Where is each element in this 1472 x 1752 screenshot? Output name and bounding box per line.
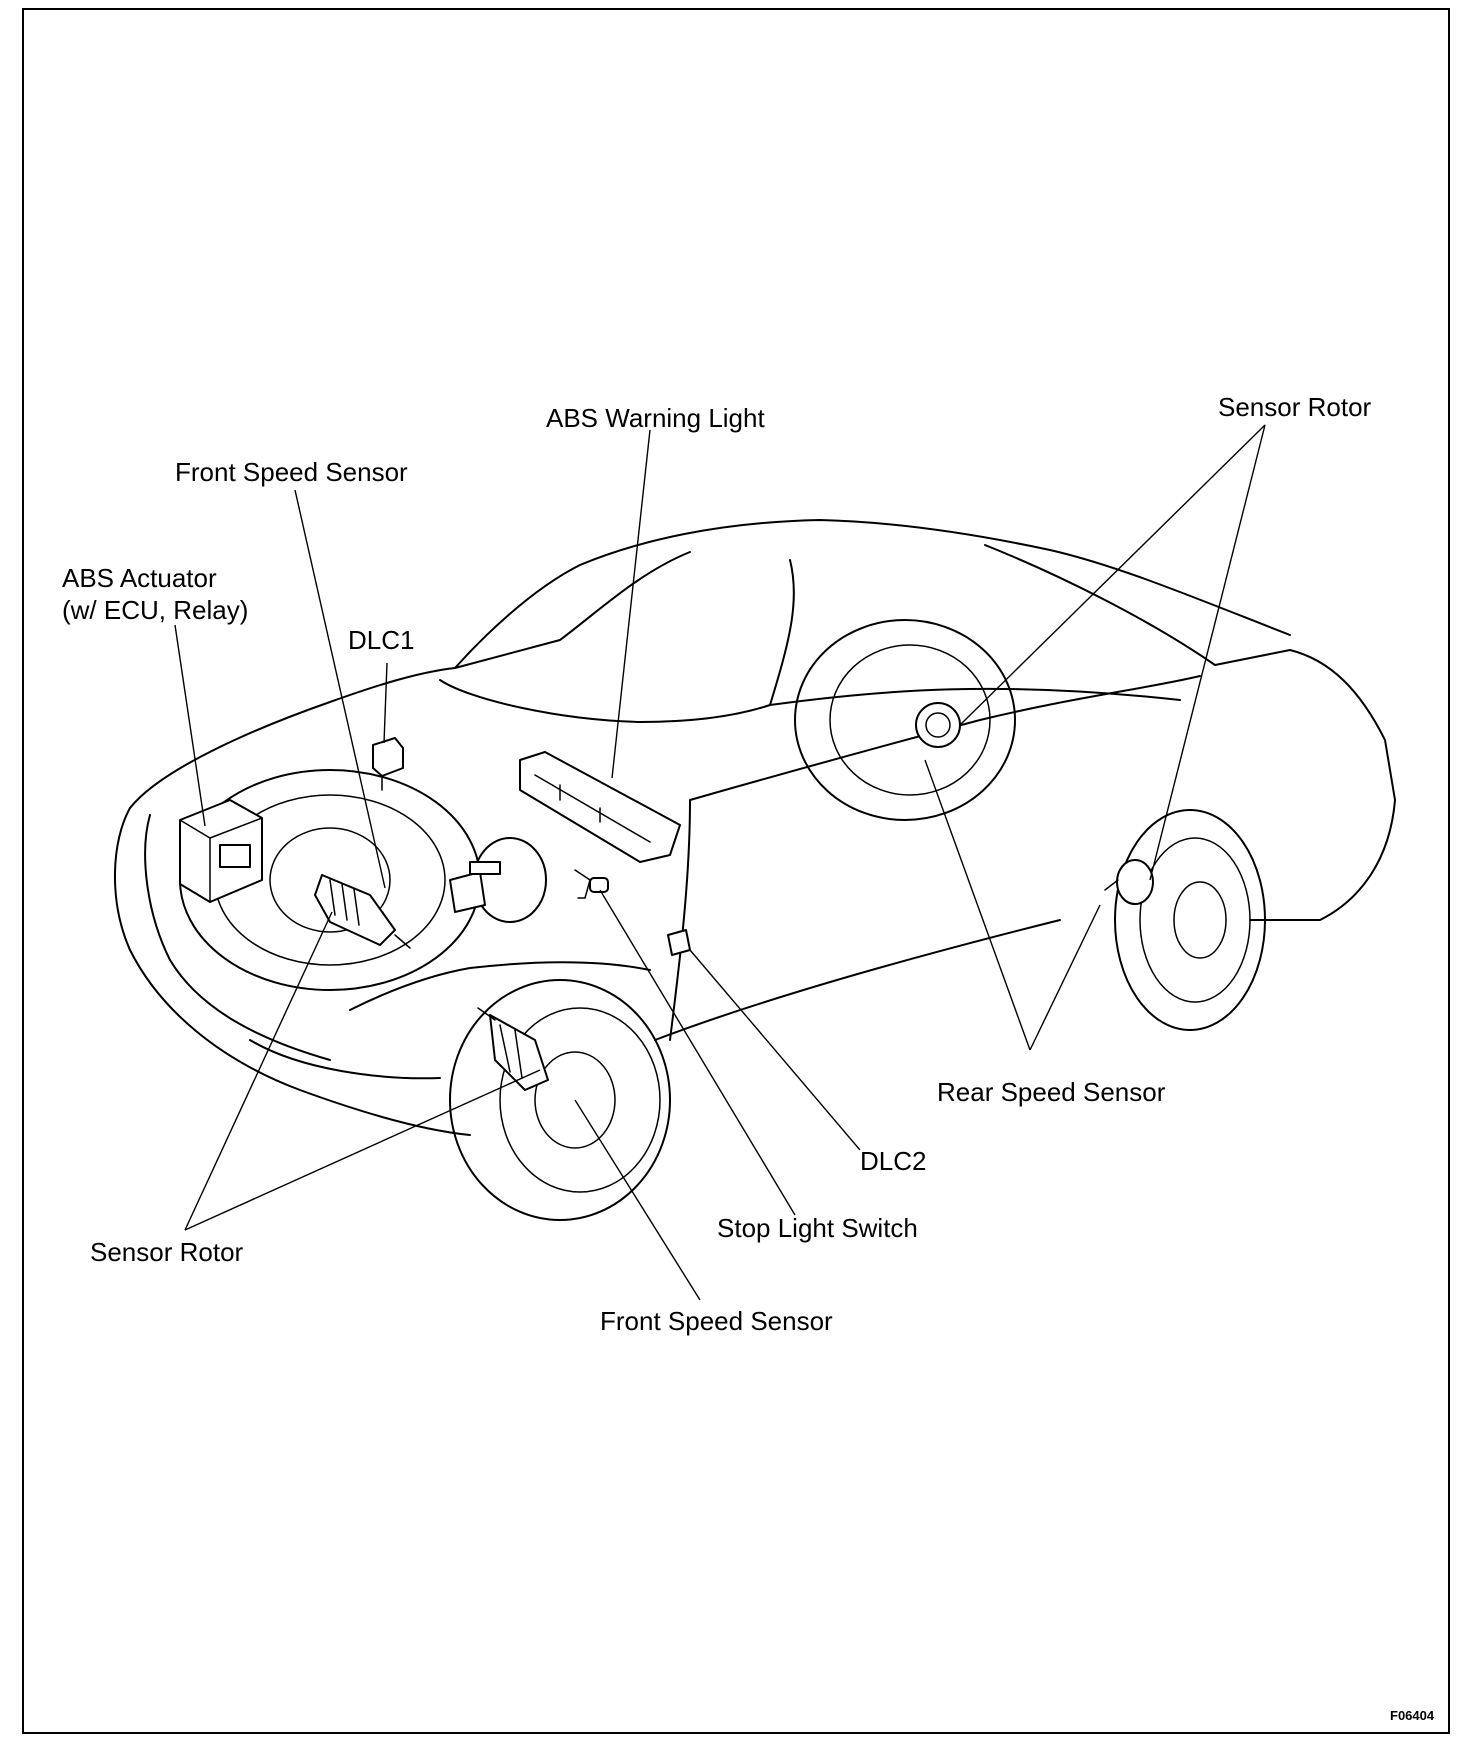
label-front-speed-sensor-top: Front Speed Sensor [175, 457, 408, 487]
label-dlc1: DLC1 [348, 625, 415, 655]
label-abs-actuator-subtitle: (w/ ECU, Relay) [62, 595, 249, 625]
abs-warning-light-shape [519, 751, 681, 863]
rear-right-wheel [1114, 809, 1266, 1031]
figure-id: F06404 [1390, 1708, 1435, 1723]
label-rear-speed-sensor: Rear Speed Sensor [937, 1077, 1166, 1107]
car-body [113, 519, 1396, 1136]
front-speed-sensor-left-shape [314, 874, 411, 949]
label-abs-actuator: ABS Actuator [62, 563, 217, 593]
label-sensor-rotor-rear: Sensor Rotor [1218, 392, 1372, 422]
front-right-wheel [449, 979, 671, 1221]
label-abs-warning-light: ABS Warning Light [546, 403, 765, 433]
leader-lines [174, 424, 1266, 1301]
diagram-frame [22, 8, 1450, 1734]
dlc1-shape [372, 737, 404, 791]
label-dlc2: DLC2 [860, 1146, 927, 1176]
abs-actuator-shape [179, 799, 263, 903]
stop-light-switch-shape [589, 877, 609, 893]
label-sensor-rotor-front: Sensor Rotor [90, 1237, 244, 1267]
rear-left-wheel [794, 619, 1016, 821]
rear-speed-sensor-right-shape [1104, 859, 1154, 905]
front-speed-sensor-right-shape [477, 1007, 549, 1091]
label-front-speed-sensor-bottom: Front Speed Sensor [600, 1306, 833, 1336]
dlc2-shape [667, 929, 691, 956]
brake-booster-shape [449, 837, 591, 923]
label-stop-light-switch: Stop Light Switch [717, 1213, 918, 1243]
